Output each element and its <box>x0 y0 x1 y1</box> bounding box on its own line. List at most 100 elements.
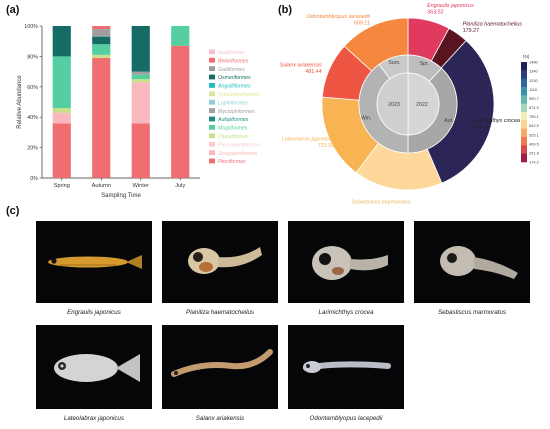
y-axis-label: Relative Abundance <box>17 75 23 129</box>
slice-name-label: Sebastiscus marmoratus <box>351 199 411 205</box>
x-tick-label: Winter <box>133 183 149 189</box>
y-tick-label: 60% <box>27 85 38 91</box>
panel-label-a: (a) <box>6 4 20 16</box>
bar-segment <box>52 108 71 113</box>
colorbar-tick: 291.8 <box>529 151 539 156</box>
bar-segment <box>92 26 111 30</box>
legend-swatch <box>209 49 215 55</box>
slice-name-label: Engraulis japonicus <box>427 3 474 9</box>
bar-segment <box>52 123 71 178</box>
donut-chart: Spr. Aut. Win. Sum. 2022 2023 Engraulis japoni… <box>279 3 539 205</box>
bar-segment <box>171 26 190 46</box>
larva-illustration <box>312 246 388 280</box>
legend-label: Gadiformes <box>218 50 245 56</box>
season-label: Spr. <box>420 61 429 67</box>
y-tick-label: 100% <box>24 24 38 30</box>
legend-swatch <box>209 116 215 122</box>
legend-label: Lophiiformes <box>218 100 248 106</box>
bar-segment <box>92 54 111 58</box>
larva-illustration <box>48 255 142 269</box>
legend-label: Osmeriformes <box>218 75 251 81</box>
x-tick-label: July <box>175 183 185 189</box>
x-tick-label: Autumn <box>92 183 111 189</box>
bar-segment <box>131 26 150 72</box>
legend-swatch <box>209 57 215 63</box>
colorbar-tick: 642.5 <box>529 123 539 128</box>
bar-segment <box>171 45 190 179</box>
larva-photo <box>162 325 278 409</box>
colorbar-tick: 525.1 <box>529 132 539 137</box>
season-label: Aut. <box>444 118 453 124</box>
slice-name-label: Lateolabrax japonicus <box>282 137 335 143</box>
colorbar-segment <box>521 120 527 129</box>
season-label: Win. <box>361 116 371 122</box>
colorbar-tick: 874.9 <box>529 105 539 110</box>
legend-swatch <box>209 125 215 130</box>
bar-segment <box>52 56 71 109</box>
larva-illustration <box>171 349 273 377</box>
colorbar-tick: 1110 <box>529 87 538 92</box>
legend-swatch <box>209 150 215 155</box>
legend-swatch <box>209 66 215 71</box>
bar-segment <box>131 79 150 83</box>
photo-caption: Odontamblyopus lacepedii <box>309 415 383 422</box>
bar-segment <box>131 74 150 80</box>
legend-label: Aulopiformes <box>217 117 249 123</box>
photo-caption: Larimichthys crocea <box>318 309 374 316</box>
legend-swatch <box>209 133 215 139</box>
slice-value-label: 481.44 <box>305 69 322 75</box>
slice-value-label: 363.52 <box>427 9 444 15</box>
slice-value-label: 609.11 <box>354 20 370 26</box>
colorbar-segment <box>521 95 527 104</box>
legend-label: Mugiliformes <box>218 126 248 132</box>
legend-label: Myctophiformes <box>218 109 255 115</box>
y-tick-label: 80% <box>27 54 38 60</box>
larva-photo <box>162 221 278 303</box>
x-tick-label: Spring <box>54 183 70 189</box>
legend-label: Perciformes <box>218 159 246 165</box>
photo-caption: Lateolabrax japonicus <box>63 415 125 422</box>
x-axis-label: Sampling Time <box>101 193 141 199</box>
colorbar-segment <box>521 137 527 146</box>
legend-swatch <box>209 158 215 164</box>
slice-name-label: Salanx ariakensis <box>279 63 322 69</box>
colorbar-segment <box>521 153 527 163</box>
slice-name-label: Larimichthys crocea <box>472 118 520 124</box>
colorbar-segment <box>521 128 527 138</box>
year-segment <box>376 72 409 136</box>
colorbar-segment <box>521 112 527 121</box>
legend-swatch <box>209 108 215 113</box>
bar-segment <box>92 44 111 55</box>
legend-label: Scorpaeniformes <box>218 151 258 157</box>
slice-name-label: Odontamblyopus lacepedii <box>306 14 370 20</box>
larva-illustration <box>303 361 391 373</box>
colorbar-segment <box>521 70 527 79</box>
slice-value-label: 1459.4 <box>472 124 489 130</box>
panel-label-b: (b) <box>278 4 293 16</box>
colorbar-tick: 1230 <box>529 78 538 83</box>
colorbar-tick: 1340 <box>529 69 538 74</box>
colorbar-segment <box>521 87 527 96</box>
colorbar-segment <box>521 62 527 71</box>
year-label: 2023 <box>388 102 400 108</box>
colorbar-tick: 174.2 <box>529 160 539 165</box>
bar-segment <box>92 57 111 178</box>
bar-segment <box>52 26 71 57</box>
year-label: 2022 <box>416 102 428 108</box>
slice-value-label: 179.27 <box>463 28 480 34</box>
legend-swatch <box>209 74 215 80</box>
stacked-bar-chart: 0%20%40%60%80%100%Relative AbundanceSamp… <box>17 24 260 199</box>
season-label: Sum. <box>388 60 400 66</box>
bar-segment <box>131 123 150 178</box>
photo-caption: Planiliza haematocheilus <box>185 309 255 316</box>
legend-swatch <box>209 91 215 97</box>
bar-segment <box>92 29 111 37</box>
colorbar-segment <box>521 78 527 88</box>
larva-illustration <box>54 354 140 382</box>
y-tick-label: 40% <box>27 115 38 121</box>
colorbar-tick: 755.1 <box>529 114 539 119</box>
colorbar-segment <box>521 145 527 154</box>
colorbar-tick: 1460 <box>529 60 538 65</box>
legend-label: Gadiformes <box>218 67 245 73</box>
photo-caption: Engraulis japonicus <box>67 309 121 316</box>
